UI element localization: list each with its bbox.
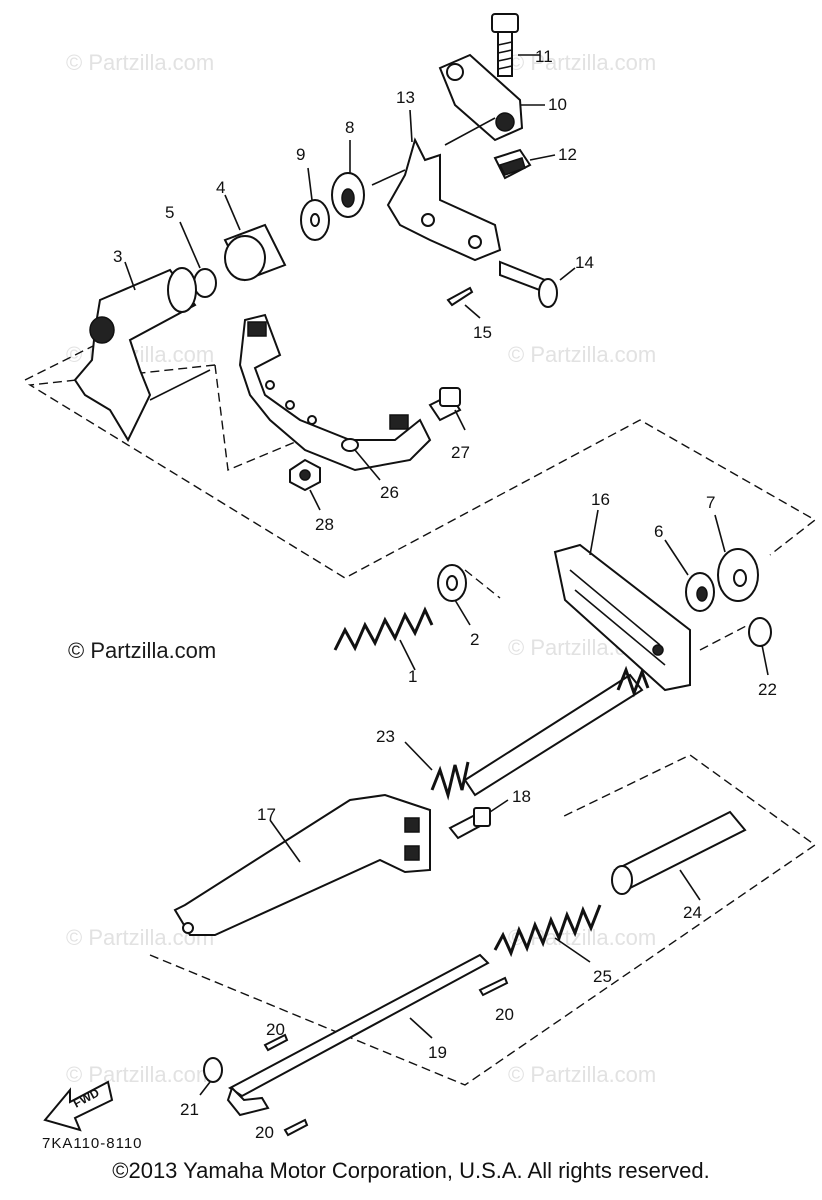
bolt-11: [491, 13, 540, 77]
callout-23: 23: [376, 727, 395, 746]
fwd-arrow-icon: FWD: [43, 1080, 114, 1132]
callout-8: 8: [345, 118, 354, 137]
callout-12: 12: [558, 145, 577, 164]
callout-4: 4: [216, 178, 225, 197]
cotter-pin-15: [446, 286, 481, 319]
spring-25: [493, 904, 602, 963]
callout-22: 22: [758, 680, 777, 699]
callout-20: 20: [255, 1123, 274, 1142]
bolt-18: [448, 799, 509, 840]
callout-15: 15: [473, 323, 492, 342]
callout-3: 3: [113, 247, 122, 266]
washer-21: [199, 1057, 223, 1096]
leader-dashed: [214, 364, 749, 651]
callout-25: 25: [593, 967, 612, 986]
callout-14: 14: [575, 253, 594, 272]
bracket-13: [371, 109, 502, 262]
callout-18: 18: [512, 787, 531, 806]
callout-5: 5: [165, 203, 174, 222]
callout-28: 28: [315, 515, 334, 534]
callout-27: 27: [451, 443, 470, 462]
pin-14: [499, 260, 576, 308]
callout-11: 11: [535, 47, 553, 66]
tube-24: [611, 810, 747, 901]
nut-12: [493, 148, 556, 180]
callout-24: 24: [683, 903, 702, 922]
washer-2: [437, 564, 471, 626]
watermark: © Partzilla.com: [66, 50, 214, 75]
callout-13: 13: [396, 88, 415, 107]
link-10: [438, 53, 545, 142]
shift-lever-3: [73, 261, 211, 443]
lever-17: [173, 793, 431, 936]
bolt-27: [428, 387, 466, 431]
plate-26: [238, 313, 432, 481]
assembly-outline-lower: [149, 754, 817, 1086]
watermark: © Partzilla.com: [66, 1062, 214, 1087]
callout-7: 7: [706, 493, 715, 512]
callout-20: 20: [266, 1020, 285, 1039]
callout-10: 10: [548, 95, 567, 114]
clip-5: [179, 221, 217, 298]
callout-21: 21: [180, 1100, 199, 1119]
nut-28: [289, 458, 321, 511]
guide-16: [553, 509, 691, 692]
nut-22: [748, 617, 772, 676]
washer-8: [331, 140, 365, 218]
rod-19: [226, 953, 490, 1117]
callout-6: 6: [654, 522, 663, 541]
washer-6: [664, 539, 715, 612]
callout-20: 20: [495, 1005, 514, 1024]
callout-16: 16: [591, 490, 610, 509]
watermark: © Partzilla.com: [508, 1062, 656, 1087]
callout-9: 9: [296, 145, 305, 164]
watermark: © Partzilla.com: [508, 342, 656, 367]
callout-2: 2: [470, 630, 479, 649]
callout-17: 17: [257, 805, 276, 824]
collar-4: [223, 194, 287, 282]
assembly-outline-upper: [24, 344, 817, 579]
rod: [463, 673, 644, 797]
spring-23: [404, 741, 470, 801]
spring-1: [333, 606, 434, 671]
washer-7: [714, 514, 759, 602]
callout-26: 26: [380, 483, 399, 502]
diagram-code: 7KA110-8110: [42, 1135, 143, 1152]
watermark-prominent: © Partzilla.com: [68, 638, 216, 663]
copyright-notice: ©2013 Yamaha Motor Corporation, U.S.A. A…: [112, 1158, 710, 1183]
watermark: © Partzilla.com: [508, 50, 656, 75]
callout-1: 1: [408, 667, 417, 686]
washer-9: [300, 167, 330, 241]
callout-19: 19: [428, 1043, 447, 1062]
cotter-pin-20: [263, 976, 509, 1137]
spring-end: [616, 665, 650, 698]
